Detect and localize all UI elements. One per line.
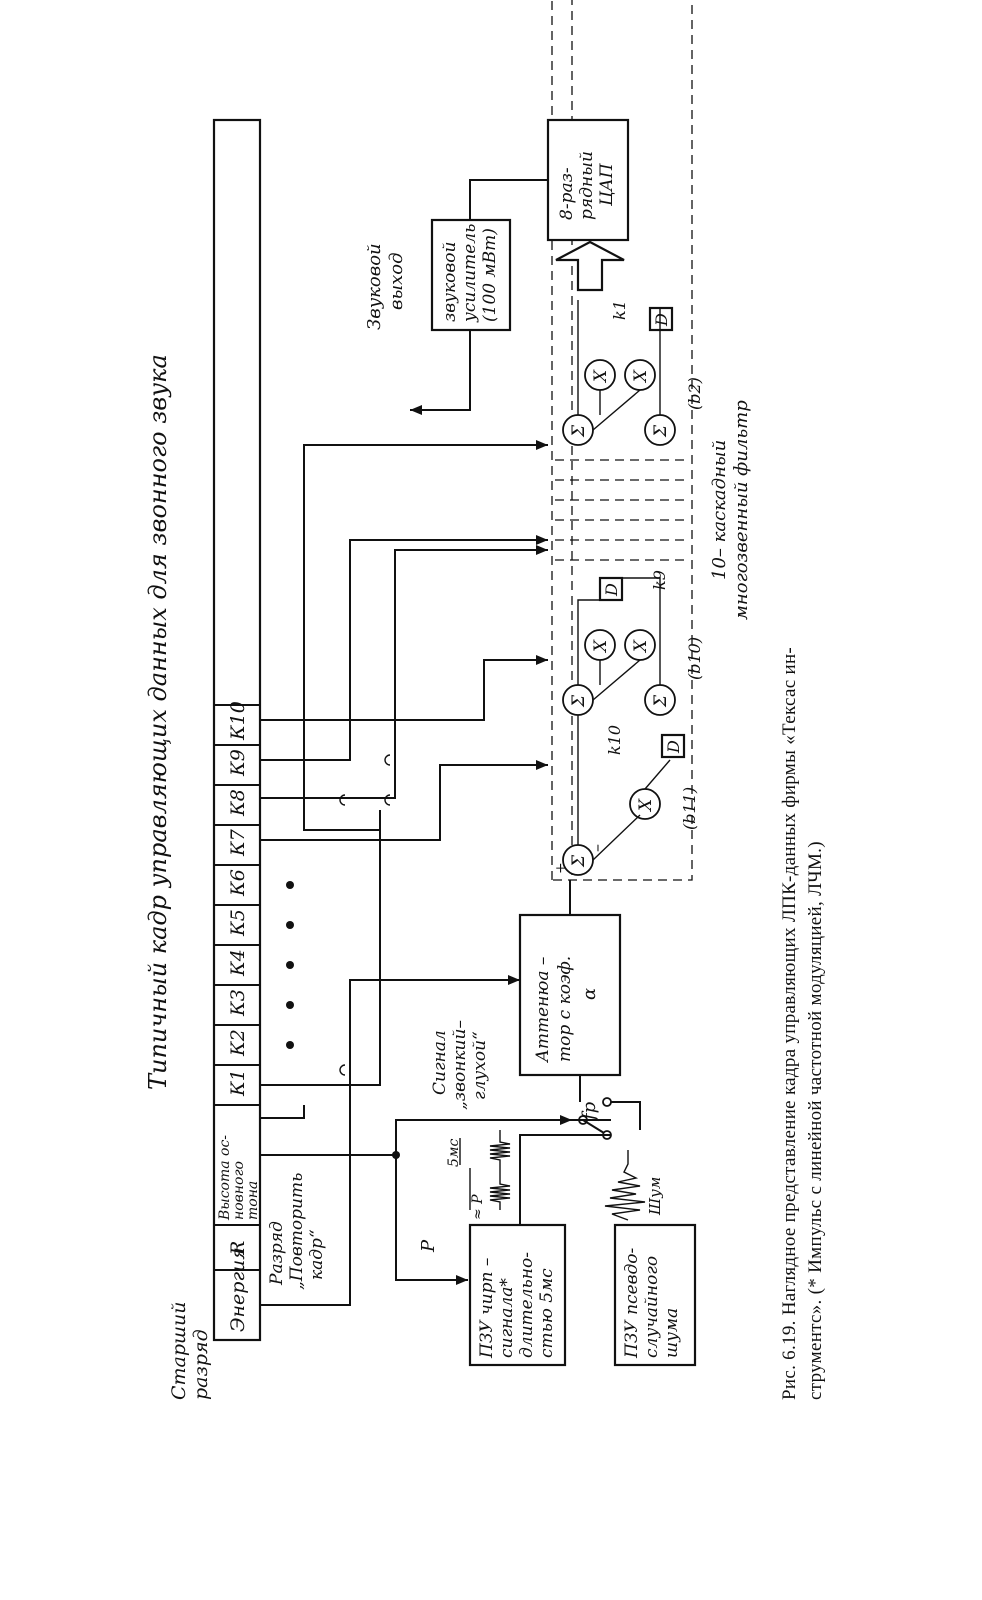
filter-caption-2: многозвенный фильтр xyxy=(731,400,752,620)
pulse-width: 5мс xyxy=(446,1138,462,1167)
label-b11: (b11) xyxy=(680,787,699,830)
field-k10: К10 xyxy=(227,701,249,741)
dot-k3 xyxy=(286,1001,294,1009)
svg-text:D: D xyxy=(664,740,683,754)
label-b2: (b2) xyxy=(685,377,704,410)
signal-note-2: „звонкий– xyxy=(450,1020,470,1110)
field-k1: К1 xyxy=(227,1069,249,1097)
field-k5: К5 xyxy=(227,909,249,937)
signal-note-1: Сигнал xyxy=(430,1030,450,1095)
label-p: P xyxy=(418,1239,439,1253)
msb-label-1: Старший xyxy=(168,1301,190,1400)
field-pitch-1: Высота ос- xyxy=(217,1135,233,1221)
attenuator-block: Аттенюа – тор с коэф. α xyxy=(518,880,622,1121)
svg-text:Σ: Σ xyxy=(651,694,671,708)
attenuator-1: Аттенюа – xyxy=(533,957,553,1063)
chirp-rom-block: ПЗУ чирп – сигнала* длительно- стью 5мс xyxy=(468,1223,567,1367)
signal-note-3: глухой“ xyxy=(470,1031,490,1100)
repeat-note-1: Разряд xyxy=(267,1221,287,1286)
chirp-rom-3: длительно- xyxy=(517,1252,537,1358)
field-repeat: R xyxy=(227,1241,249,1256)
output-2: выход xyxy=(386,252,407,310)
field-energy: Энергия xyxy=(227,1247,249,1332)
voiced-unvoiced-switch xyxy=(519,1097,641,1225)
chirp-waveform: ≈ P 5мс xyxy=(446,1130,511,1220)
svg-text:D: D xyxy=(602,583,621,597)
amp-2: усилитель xyxy=(460,224,480,323)
noise-rom-2: случайного xyxy=(642,1256,662,1358)
field-k8: К8 xyxy=(227,789,249,817)
attenuator-3: α xyxy=(579,988,600,1000)
svg-text:D: D xyxy=(652,313,671,327)
dac-3: ЦАП xyxy=(597,162,617,207)
noise-rom-block: ПЗУ псевдо- случайного шума xyxy=(613,1223,697,1367)
frame-register-outline xyxy=(212,118,262,1342)
svg-text:Σ: Σ xyxy=(651,424,671,438)
pulse-period: ≈ P xyxy=(470,1194,486,1220)
chirp-rom-1: ПЗУ чирп – xyxy=(477,1258,497,1359)
label-b10: (b10) xyxy=(685,637,704,680)
svg-text:+: + xyxy=(553,862,569,874)
label-k10: k10 xyxy=(605,725,624,755)
dot-k5 xyxy=(286,921,294,929)
block-diagram: Типичный кадр управляющих данных для зво… xyxy=(144,0,752,1400)
field-pitch-3: тона xyxy=(245,1181,261,1220)
caption: Рис. 6.19. Наглядное представление кадра… xyxy=(779,647,826,1400)
noise-rom-1: ПЗУ псевдо- xyxy=(622,1247,642,1359)
svg-text:Σ: Σ xyxy=(569,424,589,438)
attenuator-2: тор с коэф. xyxy=(555,956,575,1062)
caption-line-1: Рис. 6.19. Наглядное представление кадра… xyxy=(779,647,800,1400)
lattice-filter: Σ X D – + (b11) k10 Σ Σ X X D (b10) k9 xyxy=(551,0,752,881)
filter-caption-1: 10– каскадный xyxy=(709,440,730,580)
repeat-note-3: кадр“ xyxy=(307,1229,327,1280)
output-1: Звуковой xyxy=(364,243,385,330)
field-pitch-2: новного xyxy=(231,1161,247,1220)
field-k2: К2 xyxy=(227,1029,249,1057)
caption-line-2: струментс». (* Импульс с линейной частот… xyxy=(805,841,826,1400)
svg-text:X: X xyxy=(591,369,611,384)
delay-stage9 xyxy=(598,576,624,602)
label-k1: k1 xyxy=(610,300,629,320)
svg-text:X: X xyxy=(591,639,611,654)
field-k6: К6 xyxy=(227,869,249,897)
field-k4: К4 xyxy=(227,949,249,977)
control-wiring xyxy=(260,440,572,1306)
diagram-title: Типичный кадр управляющих данных для зво… xyxy=(144,354,172,1090)
delay-stage10 xyxy=(660,733,686,759)
dac-1: 8-раз- xyxy=(557,167,577,220)
dot-k2 xyxy=(286,1041,294,1049)
amp-1: звуковой xyxy=(440,242,460,323)
field-k7: К7 xyxy=(227,828,249,857)
svg-text:Σ: Σ xyxy=(569,694,589,708)
dot-k4 xyxy=(286,961,294,969)
noise-waveform: Шум xyxy=(604,1150,664,1221)
dot-k6 xyxy=(286,881,294,889)
svg-text:Σ: Σ xyxy=(569,854,589,868)
svg-text:X: X xyxy=(636,798,656,813)
field-k9: К9 xyxy=(227,749,249,777)
repeat-note-2: „Повторить xyxy=(287,1173,307,1290)
frame-register: Энергия R Высота ос- новного тона К1 К2 … xyxy=(212,118,262,1342)
noise-label: Шум xyxy=(646,1177,664,1216)
svg-text:–: – xyxy=(587,844,606,852)
noise-rom-3: шума xyxy=(662,1308,682,1358)
field-k3: К3 xyxy=(227,989,249,1017)
chirp-rom-4: стью 5мс xyxy=(537,1268,557,1358)
amp-3: (100 мВт) xyxy=(480,228,500,322)
chirp-rom-2: сигнала* xyxy=(497,1278,517,1358)
dac-2: рядный xyxy=(577,151,597,220)
amplifier-block: звуковой усилитель (100 мВт) xyxy=(410,179,548,415)
dac-block: 8-раз- рядный ЦАП xyxy=(546,118,630,242)
svg-text:X: X xyxy=(631,369,651,384)
output-arrow xyxy=(555,240,625,292)
msb-label-2: разряд xyxy=(190,1329,212,1400)
delay-stage1 xyxy=(648,306,674,332)
svg-text:X: X xyxy=(631,639,651,654)
